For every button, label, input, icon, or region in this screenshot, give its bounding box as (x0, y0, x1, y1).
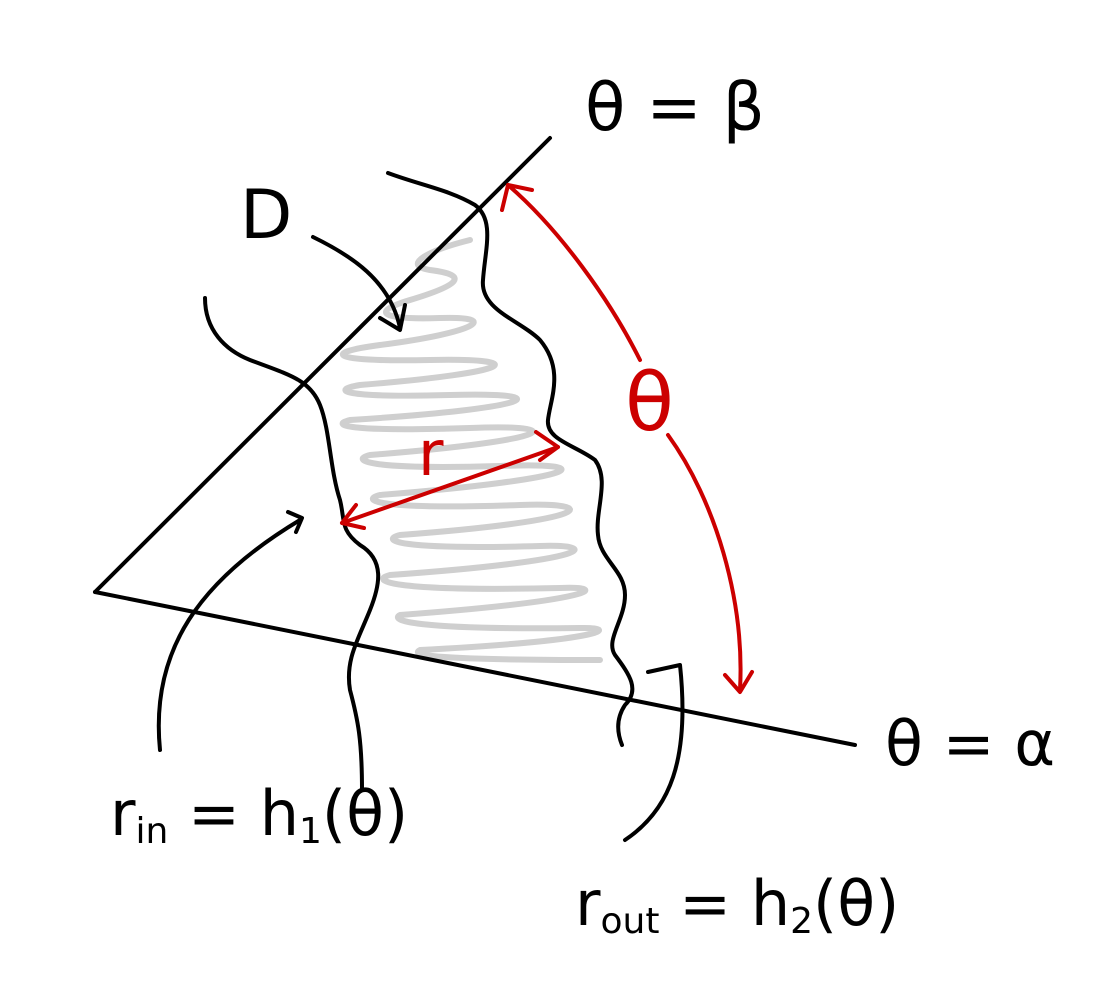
outer-boundary-curve (386, 171, 635, 747)
radius-arrow-line (340, 445, 560, 525)
region-d-shading (339, 237, 603, 663)
angle-arc-lower (666, 433, 743, 692)
label-radius-r: r (418, 417, 444, 490)
label-r-out-equation: rout = h2(θ) (575, 867, 899, 942)
radius-arrowhead-in (340, 503, 366, 530)
ray-theta-alpha (93, 590, 857, 747)
r-in-pointer (156, 518, 302, 752)
r-out-pointer (623, 663, 685, 842)
region-d-pointer (311, 235, 402, 330)
angle-arc-upper (506, 183, 642, 362)
radius-arrowhead-out (534, 430, 560, 462)
label-theta-beta: θ = β (585, 69, 765, 146)
label-region-d: D (240, 176, 292, 255)
inner-boundary-curve (203, 296, 381, 792)
label-r-in-equation: rin = h1(θ) (110, 777, 408, 852)
label-theta-alpha: θ = α (885, 707, 1055, 780)
label-angle-theta: θ (625, 356, 674, 449)
angle-arrowhead-bottom (723, 670, 754, 694)
ray-theta-beta (93, 136, 552, 594)
region-d-pointer-head (378, 303, 407, 332)
angle-arrowhead-top (500, 183, 534, 212)
r-in-pointer-head (286, 510, 304, 534)
